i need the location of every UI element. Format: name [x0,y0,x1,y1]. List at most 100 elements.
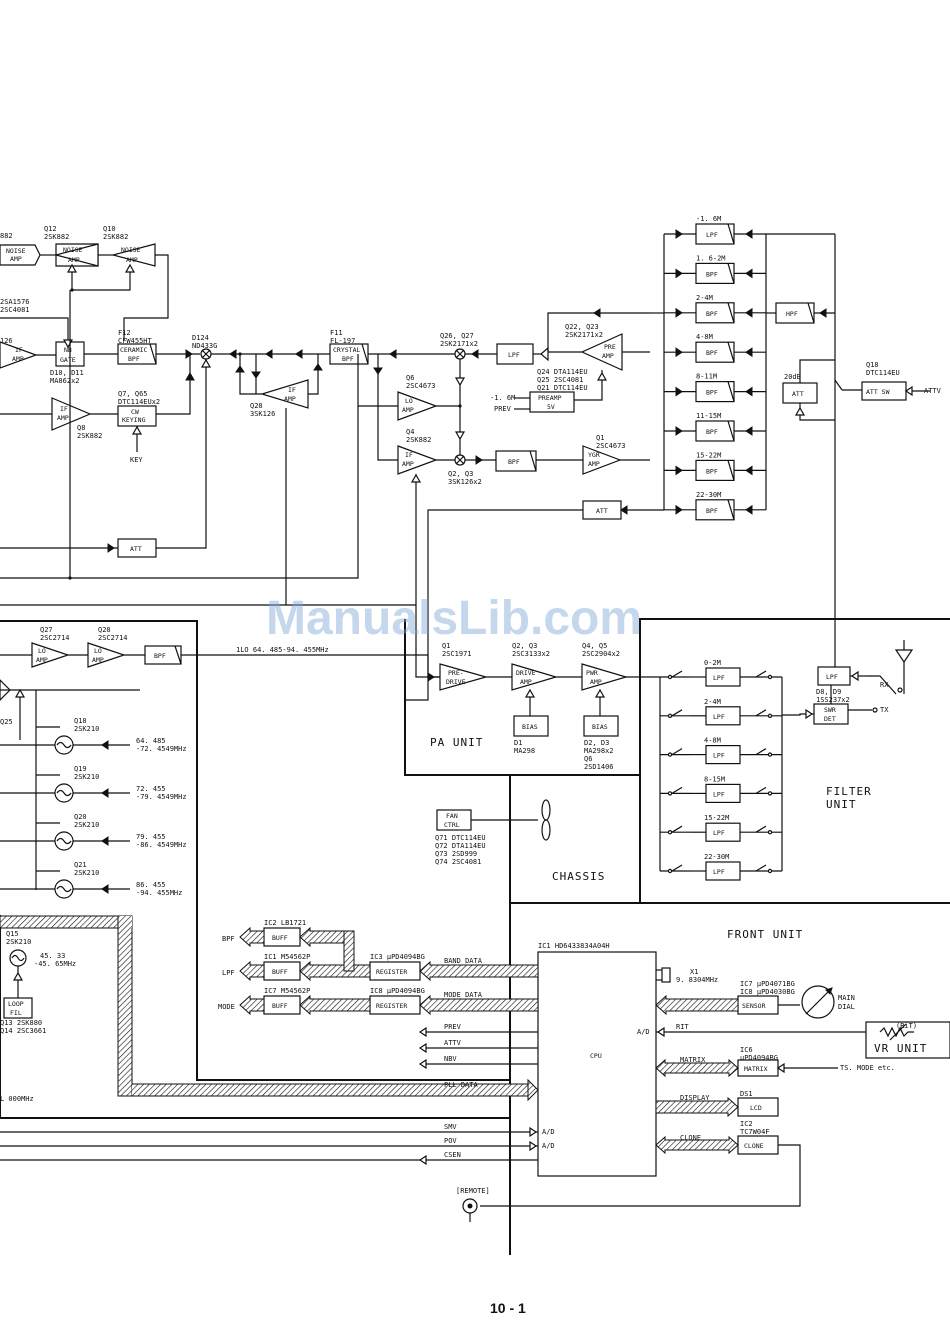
band-data: BAND DATA [444,957,483,965]
q12-label: Q12 [44,225,57,233]
ic8-label: IC8 μPD4094BG [370,987,425,995]
vco-q27: Q27 [40,626,53,634]
ts-mode: TS. MODE etc. [840,1064,895,1072]
clone-bus [656,1137,738,1153]
osc-device: 2SK210 [74,725,99,733]
preamp-5v-box [529,391,575,413]
ygr-amp-b: AMP [588,460,600,468]
q18-top-label: Q18 [866,361,879,369]
diode-icon [745,307,753,318]
lpf-range: 4-8M [704,737,721,745]
filter-unit: SWR DET D8, D9 1SS237x2 LPF RX TX [659,640,914,871]
q22-part: 2SK2171x2 [565,331,603,339]
q4-label: Q4 [406,428,414,436]
matrix-bus [656,1060,738,1076]
osc-freq-b: -94. 455MHz [136,889,182,897]
nbv-sig: NBV [444,1055,457,1063]
ic2-front-part: TC7W04F [740,1128,770,1136]
bias-1: BIAS [522,723,538,731]
pa-q2-part: 2SC3133x2 [512,650,550,658]
osc-q-label: Q21 [74,861,87,869]
q2-part: 3SK126x2 [448,478,482,486]
diode-icon [745,268,753,279]
q12-part: 2SK882 [44,233,69,241]
bpf-out: BPF [222,935,235,943]
mode-data-bus [420,996,538,1014]
pre-drive-b: DRIVE [446,678,466,686]
f11-part: FL-197 [330,337,355,345]
crystal-bpf-b: BPF [342,355,354,363]
if-amp-4-a: IF [405,451,413,459]
pa-unit-label: PA UNIT [430,736,483,749]
smv-sig: SMV [444,1123,457,1131]
ic6-label: IC6 [740,1046,753,1054]
pa-unit: Q1 2SC1971 PRE- DRIVE Q2, Q3 2SC3133x2 D… [415,605,660,771]
lpf-out: LPF [222,969,235,977]
q73: Q73 2SD999 [435,850,477,858]
d8-part: 1SS237x2 [816,696,850,704]
pll-section: Q15 2SK210 45. 33 -45. 65MHz LOOP FIL Q1… [0,915,539,1103]
matrix-sig: MATRIX [680,1056,706,1064]
band-filter-range: 8-11M [696,373,717,381]
bias-2-box [583,715,619,737]
f12-label: F12 [118,329,131,337]
diode-icon [101,836,109,846]
vco-bpf: BPF [154,652,166,660]
rx-label: RX [880,681,889,689]
ic2-front: IC2 [740,1120,753,1128]
ic7-m: IC7 M54562P [264,987,310,995]
ad-1: A/D [637,1028,650,1036]
fan-ctrl-a: FAN [446,812,458,820]
register-2: REGISTER [376,1002,407,1010]
q8-label: Q8 [77,424,85,432]
band-filter-type: BPF [706,507,718,515]
q8-part: 2SK882 [77,432,102,440]
osc-device: 2SK210 [74,773,99,781]
cpu-box [537,951,657,1177]
q-left-126: 126 [0,337,13,345]
osc-device: 2SK210 [74,821,99,829]
register-1: REGISTER [376,968,407,976]
q18-top-part: DTC114EU [866,369,900,377]
preamp-5v-b: 5V [547,403,555,411]
ds1-label: DS1 [740,1090,753,1098]
chassis-label: CHASSIS [552,870,605,883]
hpf-label: HPF [786,310,798,318]
swr-det-b: DET [824,715,836,723]
diode-icon [745,229,753,239]
pa-q1: Q1 [442,642,450,650]
q22-label: Q22, Q23 [565,323,599,331]
main-dial-b: DIAL [838,1003,855,1011]
lpf-range: 8-15M [704,775,725,783]
osc-q-label: Q20 [74,813,87,821]
x1-label: X1 [690,968,698,976]
lpf-type: LPF [713,790,725,798]
lcd: LCD [750,1104,762,1112]
diode-icon [675,504,683,515]
cw-keying-b: KEYING [122,416,146,424]
prev-sig: PREV [444,1023,462,1031]
q71: Q71 DTC114EU [435,834,486,842]
q10-part: 2SK882 [103,233,128,241]
if-amp-4-b: AMP [402,460,414,468]
buff3-bus [300,996,370,1014]
ad-3: A/D [542,1142,555,1150]
d10-part: MA862x2 [50,377,80,385]
page-number: 10 - 1 [490,1300,526,1316]
diode-icon [101,884,109,894]
loop-fil-box [3,997,33,1019]
pa-q6-part: 2SD1406 [584,763,614,771]
filter-unit-label-2: UNIT [826,798,857,811]
pov-sig: POV [444,1137,457,1145]
vco-lo1-b: AMP [36,656,48,664]
lpf-ant: LPF [826,673,838,681]
rit-label: RIT [676,1023,689,1031]
pre-amp-b: AMP [602,352,614,360]
ic6-part: μPD4094BG [740,1054,778,1062]
q24-label: Q24 DTA114EU [537,368,588,376]
mode-bus-arrow [240,996,264,1014]
att-sw: ATT SW [866,388,890,396]
band-filter-range: 4-8M [696,333,713,341]
